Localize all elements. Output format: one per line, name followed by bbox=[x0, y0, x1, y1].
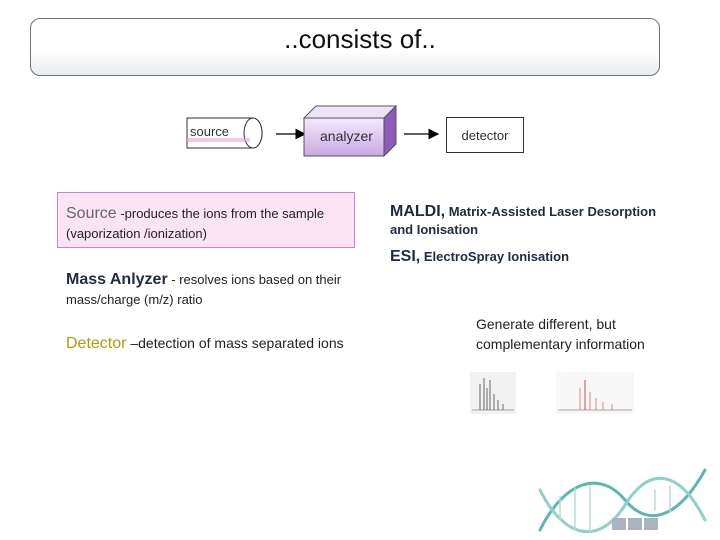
title-banner bbox=[30, 18, 660, 76]
spectrum-thumbnail-1 bbox=[470, 372, 516, 414]
detector-text: –detection of mass separated ions bbox=[126, 335, 344, 351]
source-label: source bbox=[190, 124, 230, 139]
esi-abbr: ESI, bbox=[390, 248, 421, 265]
complementary-line2: complementary information bbox=[476, 336, 645, 352]
complementary-line1: Generate different, but bbox=[476, 316, 616, 332]
source-cylinder bbox=[186, 117, 263, 149]
detector-box: detector bbox=[446, 117, 524, 153]
esi-text: ElectroSpray Ionisation bbox=[420, 249, 570, 264]
source-description: Source -produces the ions from the sampl… bbox=[66, 205, 324, 223]
dna-logo-icon bbox=[538, 468, 707, 534]
maldi-line: MALDI, Matrix-Assisted Laser Desorption bbox=[390, 203, 656, 221]
detector-description: Detector –detection of mass separated io… bbox=[66, 335, 344, 353]
mass-analyzer-line2: mass/charge (m/z) ratio bbox=[66, 292, 203, 307]
source-text: -produces the ions from the sample bbox=[116, 206, 325, 221]
analyzer-cube bbox=[302, 104, 398, 158]
analyzer-label: analyzer bbox=[320, 128, 373, 144]
mass-analyzer-description: Mass Anlyzer - resolves ions based on th… bbox=[66, 271, 341, 289]
mass-analyzer-term: Mass Anlyzer bbox=[66, 271, 168, 288]
source-description-line2: (vaporization /ionization) bbox=[66, 226, 207, 241]
esi-line: ESI, ElectroSpray Ionisation bbox=[390, 248, 569, 266]
detector-term: Detector bbox=[66, 335, 127, 352]
maldi-line2: and Ionisation bbox=[390, 222, 479, 237]
mass-analyzer-text: - resolves ions based on their bbox=[167, 272, 342, 287]
source-term: Source bbox=[66, 205, 117, 222]
maldi-text: Matrix-Assisted Laser Desorption bbox=[445, 204, 657, 219]
source-description-box bbox=[57, 192, 355, 248]
spectrum-thumbnail-2 bbox=[556, 372, 634, 414]
slide-title: ..consists of.. bbox=[284, 24, 436, 54]
maldi-abbr: MALDI, bbox=[390, 203, 446, 220]
